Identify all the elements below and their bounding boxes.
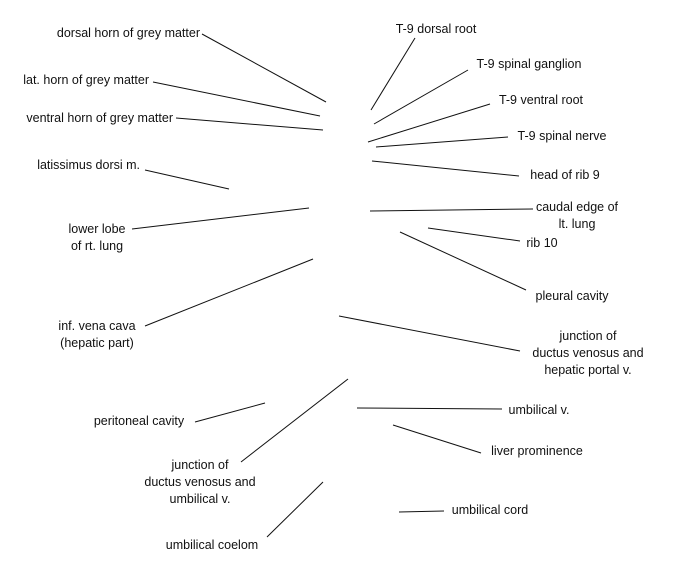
label-line: T-9 spinal ganglion: [477, 57, 582, 71]
label-line: T-9 dorsal root: [396, 22, 477, 36]
label-line: inf. vena cava: [58, 319, 135, 333]
label-umb-cord: umbilical cord: [452, 503, 528, 517]
label-caudal-edge: caudal edge of lt. lung: [536, 200, 619, 231]
leader-umb-cord: [398, 510, 445, 513]
label-line: liver prominence: [491, 444, 583, 458]
leader-rib10: [427, 227, 521, 242]
label-line: umbilical cord: [452, 503, 528, 517]
label-junction-portal: junction of ductus venosus and hepatic por…: [532, 329, 643, 377]
label-line: T-9 spinal nerve: [518, 129, 607, 143]
label-junction-umb: junction of ductus venosus and umbilical v…: [144, 458, 255, 506]
leader-umb-v: [356, 407, 503, 410]
label-line: ductus venosus and: [532, 346, 643, 360]
label-t9-dorsal-root: T-9 dorsal root: [396, 22, 477, 36]
label-head-rib9: head of rib 9: [530, 168, 600, 182]
leader-ventral-horn: [175, 117, 324, 131]
label-line: lower lobe: [69, 222, 126, 236]
label-line: pleural cavity: [536, 289, 610, 303]
label-line: dorsal horn of grey matter: [57, 26, 200, 40]
label-lower-lobe: lower lobe of rt. lung: [69, 222, 126, 253]
label-line: umbilical v.: [170, 492, 231, 506]
label-t9-ganglion: T-9 spinal ganglion: [477, 57, 582, 71]
label-line: T-9 ventral root: [499, 93, 584, 107]
leader-ivc: [144, 258, 314, 327]
leader-lines: [131, 33, 534, 538]
label-umb-coelom: umbilical coelom: [166, 538, 258, 552]
label-line: caudal edge of: [536, 200, 619, 214]
label-line: ductus venosus and: [144, 475, 255, 489]
leader-head-rib9: [371, 160, 520, 177]
label-line: head of rib 9: [530, 168, 600, 182]
label-line: latissimus dorsi m.: [37, 158, 140, 172]
leader-latissimus: [144, 169, 230, 190]
label-texts: dorsal horn of grey matter lat. horn of g…: [23, 22, 643, 552]
label-liver: liver prominence: [491, 444, 583, 458]
leader-pleural: [399, 231, 527, 291]
leader-caudal-edge: [369, 208, 534, 212]
label-latissimus: latissimus dorsi m.: [37, 158, 140, 172]
label-lat-horn: lat. horn of grey matter: [23, 73, 149, 87]
label-line: rib 10: [526, 236, 557, 250]
leader-peritoneal: [194, 402, 266, 423]
leader-liver: [392, 424, 482, 454]
label-line: junction of: [171, 458, 230, 472]
leader-umb-coelom: [266, 481, 324, 538]
label-line: hepatic portal v.: [544, 363, 631, 377]
label-line: (hepatic part): [60, 336, 134, 350]
leader-junction-umb: [240, 378, 349, 463]
label-peritoneal: peritoneal cavity: [94, 414, 185, 428]
label-rib10: rib 10: [526, 236, 557, 250]
label-dorsal-horn: dorsal horn of grey matter: [57, 26, 200, 40]
label-line: of rt. lung: [71, 239, 123, 253]
label-line: umbilical v.: [509, 403, 570, 417]
label-t9-nerve: T-9 spinal nerve: [518, 129, 607, 143]
label-line: umbilical coelom: [166, 538, 258, 552]
leader-t9-ganglion: [373, 69, 469, 125]
leader-lower-lobe: [131, 207, 310, 230]
leader-t9-ventral-root: [367, 103, 491, 143]
leader-t9-nerve: [375, 136, 509, 148]
leader-junction-portal: [338, 315, 521, 352]
label-line: junction of: [559, 329, 618, 343]
label-line: lat. horn of grey matter: [23, 73, 149, 87]
label-line: lt. lung: [559, 217, 596, 231]
label-line: peritoneal cavity: [94, 414, 185, 428]
label-ivc: inf. vena cava (hepatic part): [58, 319, 135, 350]
label-line: ventral horn of grey matter: [26, 111, 173, 125]
label-pleural: pleural cavity: [536, 289, 610, 303]
leader-lat-horn: [152, 81, 321, 117]
label-t9-ventral-root: T-9 ventral root: [499, 93, 584, 107]
label-umb-v: umbilical v.: [509, 403, 570, 417]
leader-t9-dorsal-root: [370, 37, 416, 111]
leader-dorsal-horn: [201, 33, 327, 103]
label-ventral-horn: ventral horn of grey matter: [26, 111, 173, 125]
